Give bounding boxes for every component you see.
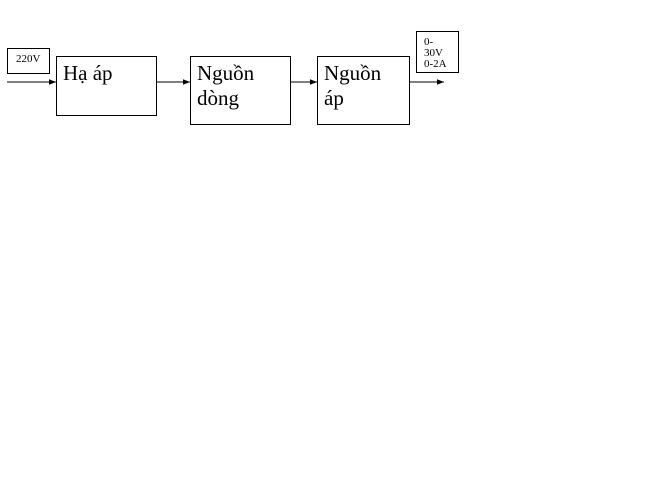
voltage-source-block: Nguồn áp [317, 56, 410, 125]
step-down-block: Hạ áp [56, 56, 157, 116]
output-range-label: 0- 30V 0-2A [416, 31, 459, 73]
current-source-block: Nguồn dòng [190, 56, 291, 125]
input-voltage-label: 220V [7, 48, 50, 74]
